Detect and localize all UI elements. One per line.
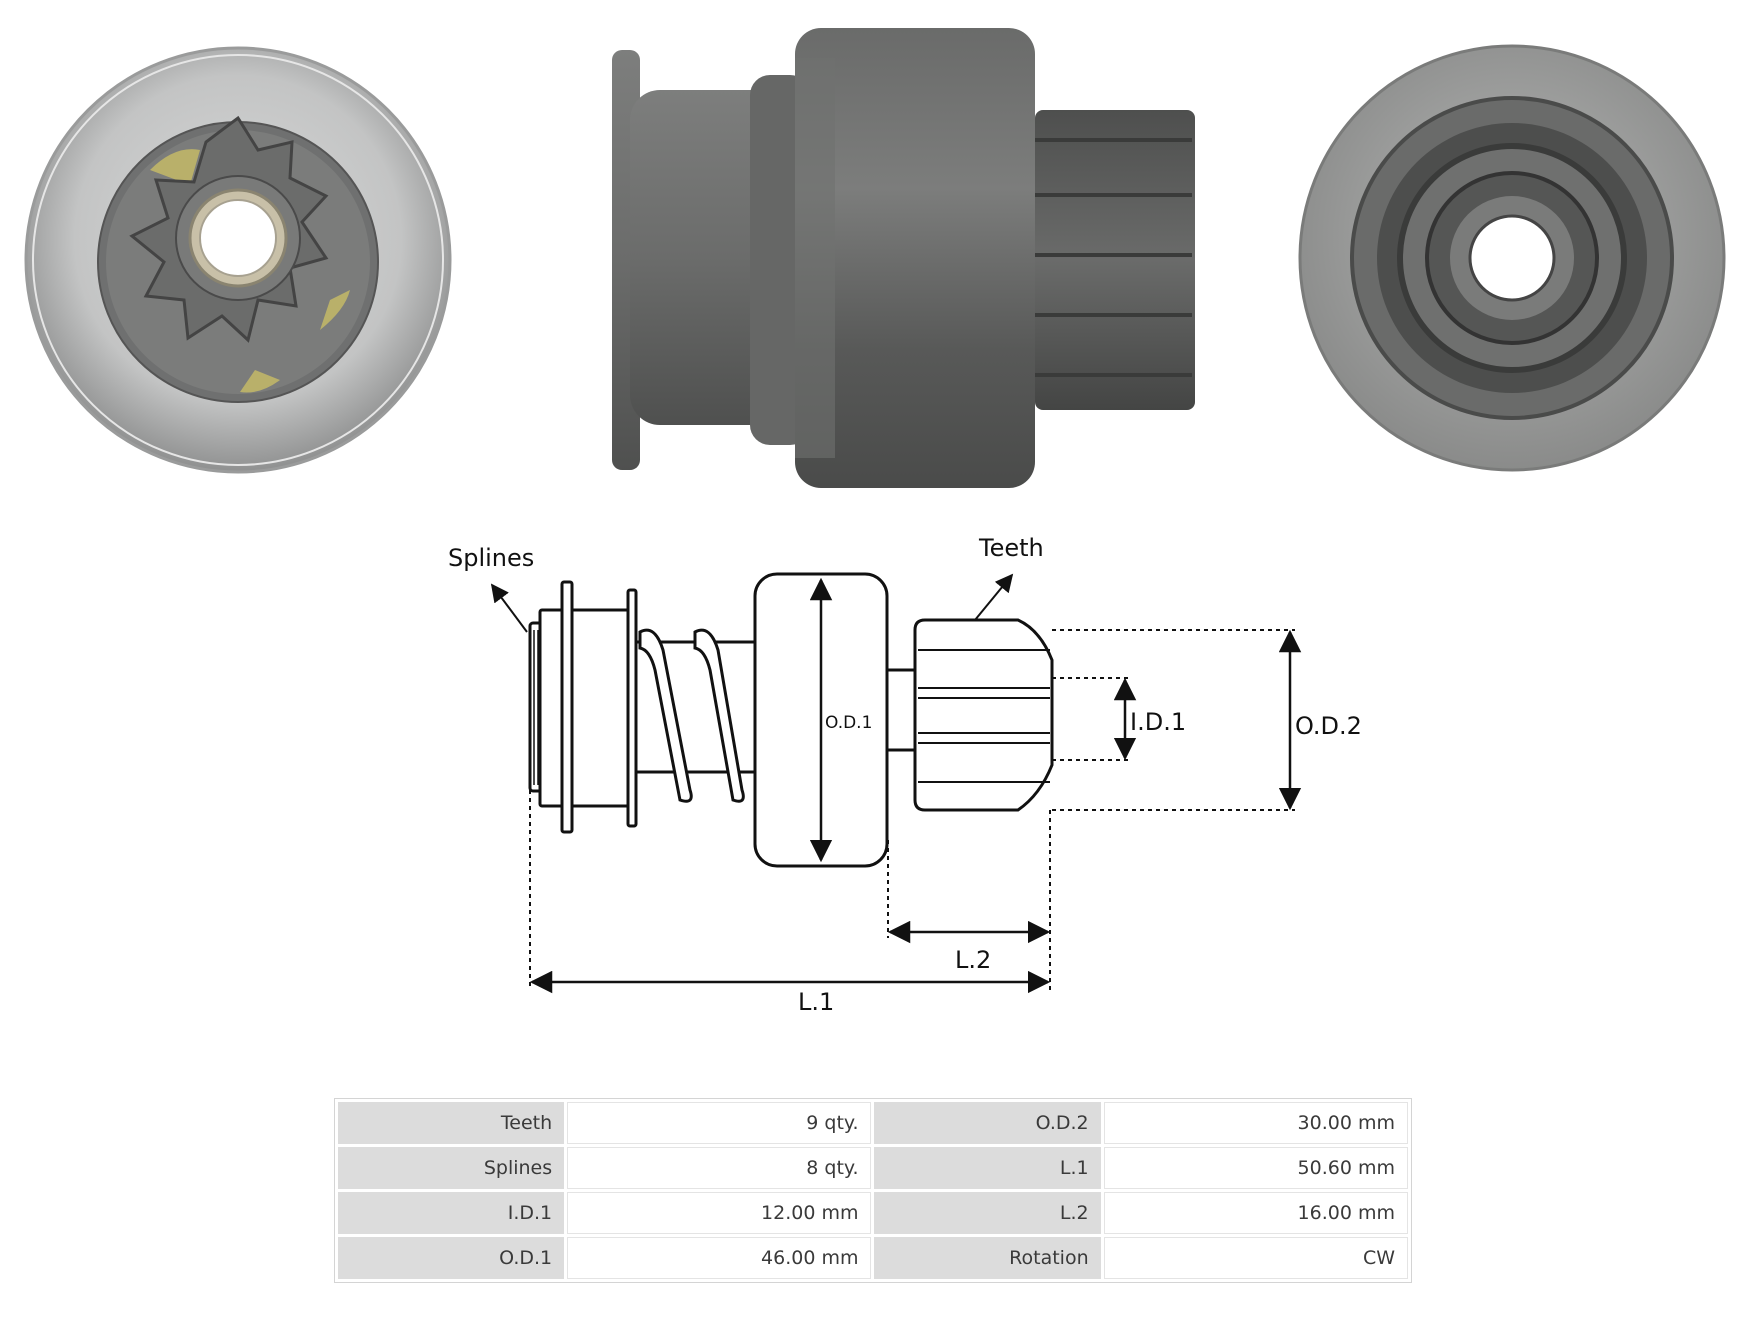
drive-outline <box>528 572 1054 868</box>
table-row: I.D.1 12.00 mm L.2 16.00 mm <box>338 1192 1408 1234</box>
spec-label: L.1 <box>874 1147 1101 1189</box>
spec-label: L.2 <box>874 1192 1101 1234</box>
l1-label: L.1 <box>798 988 834 1016</box>
spec-label: Splines <box>338 1147 565 1189</box>
spec-value: 30.00 mm <box>1103 1102 1408 1144</box>
l2-label: L.2 <box>955 946 991 974</box>
spec-label: O.D.1 <box>338 1237 565 1279</box>
splines-leader-arrow <box>490 583 528 633</box>
table-row: Splines 8 qty. L.1 50.60 mm <box>338 1147 1408 1189</box>
splines-label: Splines <box>448 544 534 572</box>
side-view-photo <box>612 28 1195 488</box>
spec-label: I.D.1 <box>338 1192 565 1234</box>
spec-label: Teeth <box>338 1102 565 1144</box>
table-row: O.D.1 46.00 mm Rotation CW <box>338 1237 1408 1279</box>
teeth-leader-arrow <box>974 573 1014 621</box>
id1-label: I.D.1 <box>1130 708 1186 736</box>
spec-value: 50.60 mm <box>1103 1147 1408 1189</box>
spec-value: 8 qty. <box>567 1147 872 1189</box>
pinion-gear <box>129 115 329 343</box>
spec-label: O.D.2 <box>874 1102 1101 1144</box>
od2-label: O.D.2 <box>1295 712 1362 740</box>
dimension-diagram: Splines Teeth O.D.1 I.D.1 O.D.2 L.2 L.1 <box>448 534 1362 1016</box>
table-row: Teeth 9 qty. O.D.2 30.00 mm <box>338 1102 1408 1144</box>
pinion-tooth-lines <box>918 649 1050 783</box>
teeth-label: Teeth <box>978 534 1044 562</box>
front-view-photo <box>24 46 452 474</box>
specification-table: Teeth 9 qty. O.D.2 30.00 mm Splines 8 qt… <box>334 1098 1412 1283</box>
spec-value: CW <box>1103 1237 1408 1279</box>
rear-view-photo <box>1298 44 1726 472</box>
spec-label: Rotation <box>874 1237 1101 1279</box>
spec-value: 9 qty. <box>567 1102 872 1144</box>
spec-value: 16.00 mm <box>1103 1192 1408 1234</box>
spec-value: 46.00 mm <box>567 1237 872 1279</box>
spec-value: 12.00 mm <box>567 1192 872 1234</box>
od1-label: O.D.1 <box>825 713 872 733</box>
